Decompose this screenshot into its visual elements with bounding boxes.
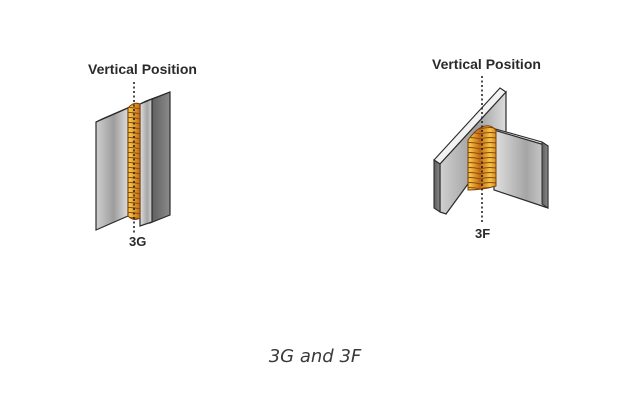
position-code-left: 3G: [129, 234, 147, 249]
figure-heading-right: Vertical Position: [432, 56, 541, 72]
position-code-right: 3F: [475, 226, 491, 241]
figure-caption: 3G and 3F: [268, 346, 362, 367]
figure-heading-left: Vertical Position: [88, 61, 197, 77]
butt-joint-3g-icon: [95, 82, 171, 234]
tee-joint-3f-icon: [433, 76, 549, 224]
